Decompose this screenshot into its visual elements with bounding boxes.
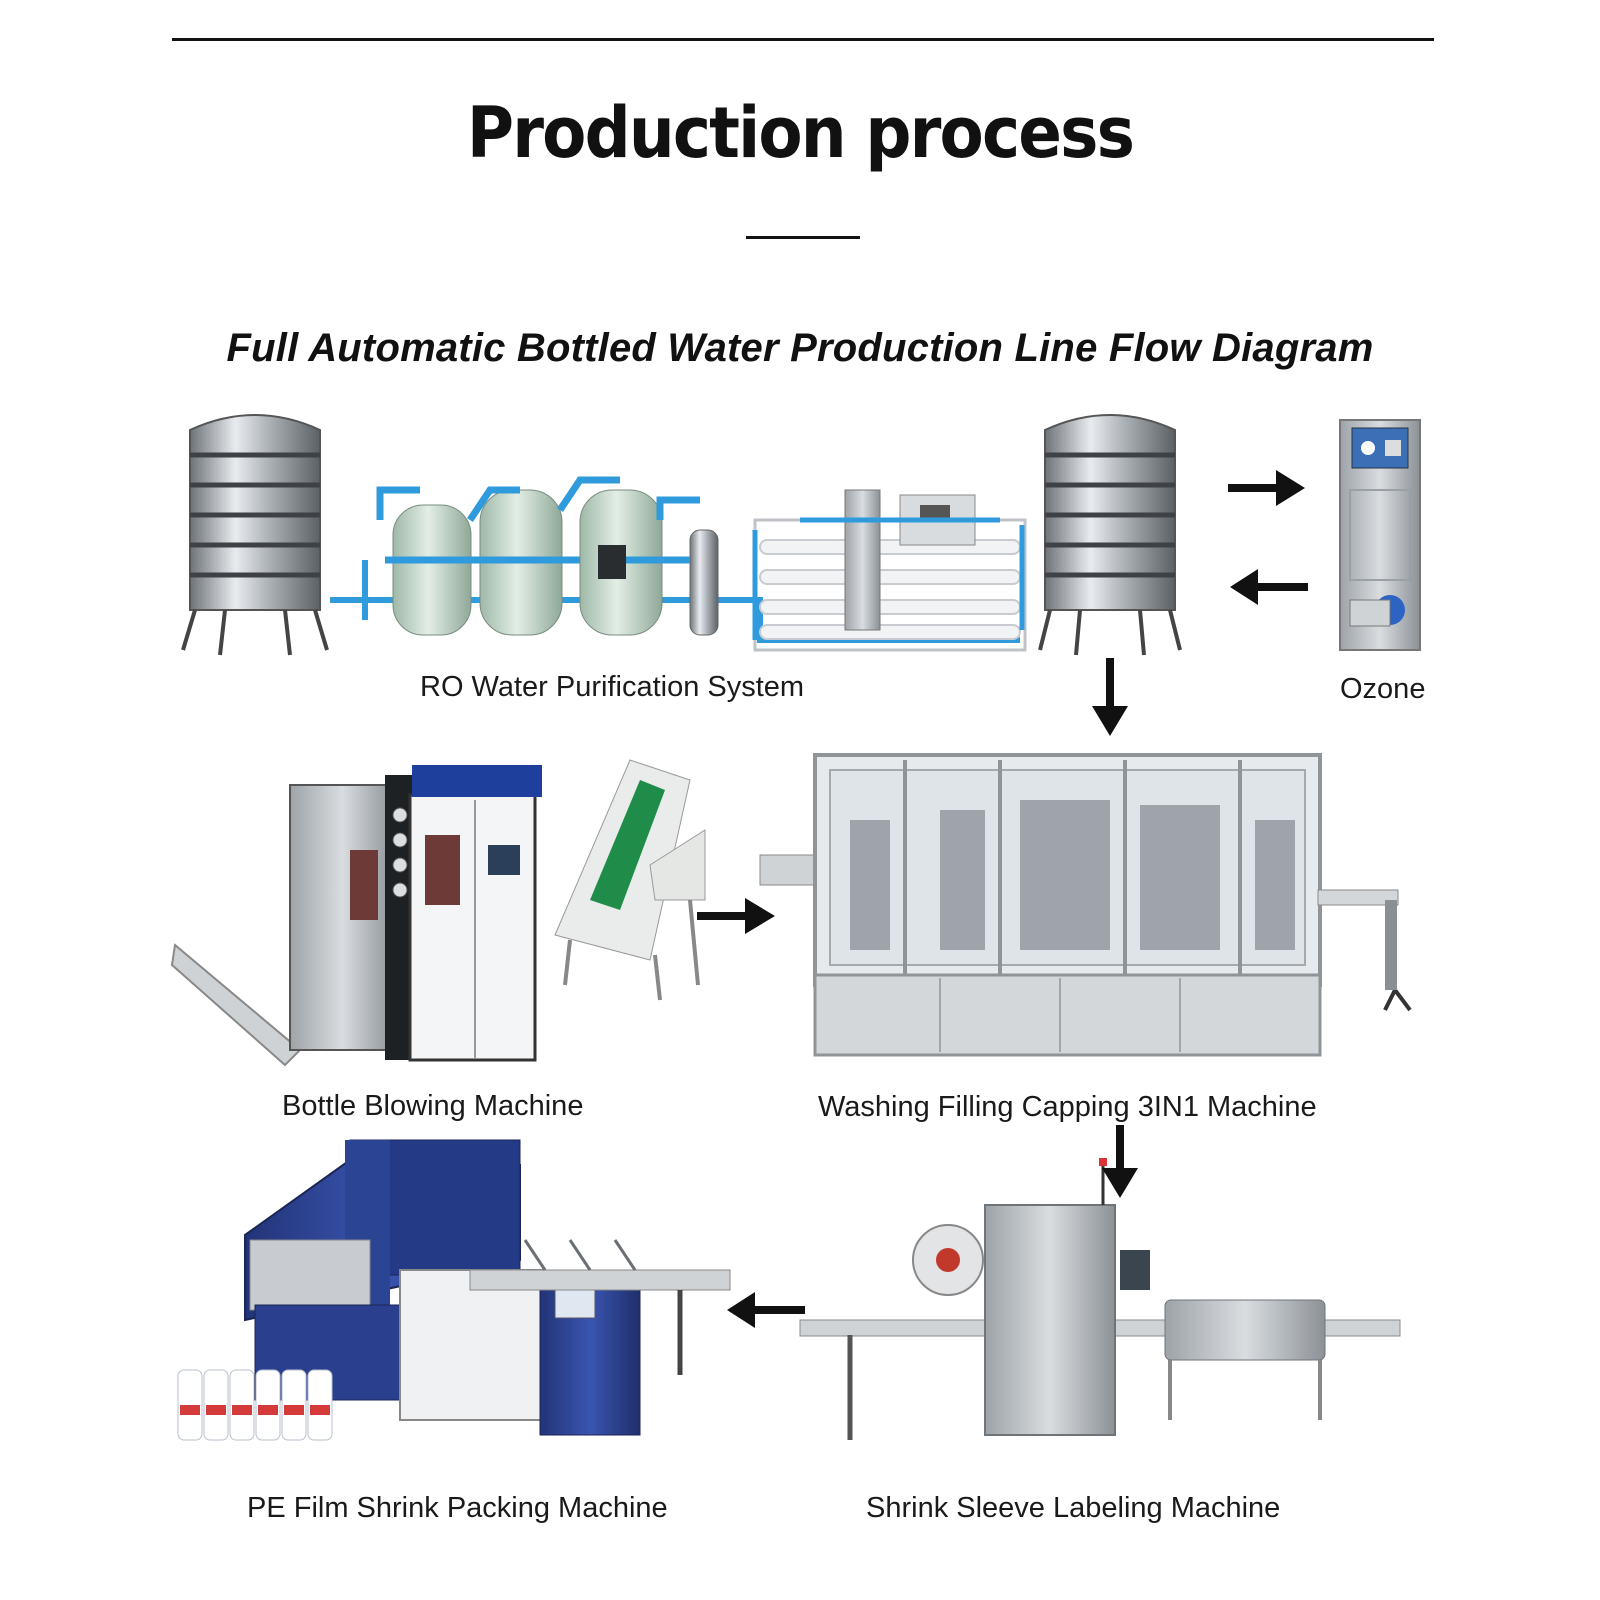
title-underline [746,236,860,239]
washing-filling-capping-machine [759,753,1412,1057]
label-ozone: Ozone [1340,673,1426,705]
label-shrink-sleeve-labeling: Shrink Sleeve Labeling Machine [866,1492,1281,1524]
page-title: Production process [466,92,1135,174]
ro-membrane-unit [752,489,1027,652]
raw-water-tank [181,414,329,656]
diagram-title: Full Automatic Bottled Water Production … [226,326,1374,370]
label-pe-film-packing: PE Film Shrink Packing Machine [247,1492,668,1524]
arrow-blowing-to-filling [697,898,775,934]
arrow-from-ozone [1230,569,1308,605]
label-ro-system: RO Water Purification System [420,671,805,703]
pe-film-shrink-packing-machine [177,1139,731,1441]
arrow-labeling-to-packing [727,1292,805,1328]
arrow-to-ozone [1228,470,1305,506]
arrow-filling-to-labeling [1102,1125,1138,1198]
flow-arrows [697,470,1308,1328]
ozone-generator [1339,419,1421,651]
shrink-sleeve-labeling-machine [799,1158,1401,1440]
top-rule [172,38,1434,41]
bottle-blowing-machine [170,759,706,1067]
pure-water-tank [1038,414,1182,656]
label-washing-filling-capping: Washing Filling Capping 3IN1 Machine [818,1091,1317,1123]
arrow-tank-to-filling [1092,658,1128,736]
label-bottle-blowing: Bottle Blowing Machine [282,1090,584,1122]
